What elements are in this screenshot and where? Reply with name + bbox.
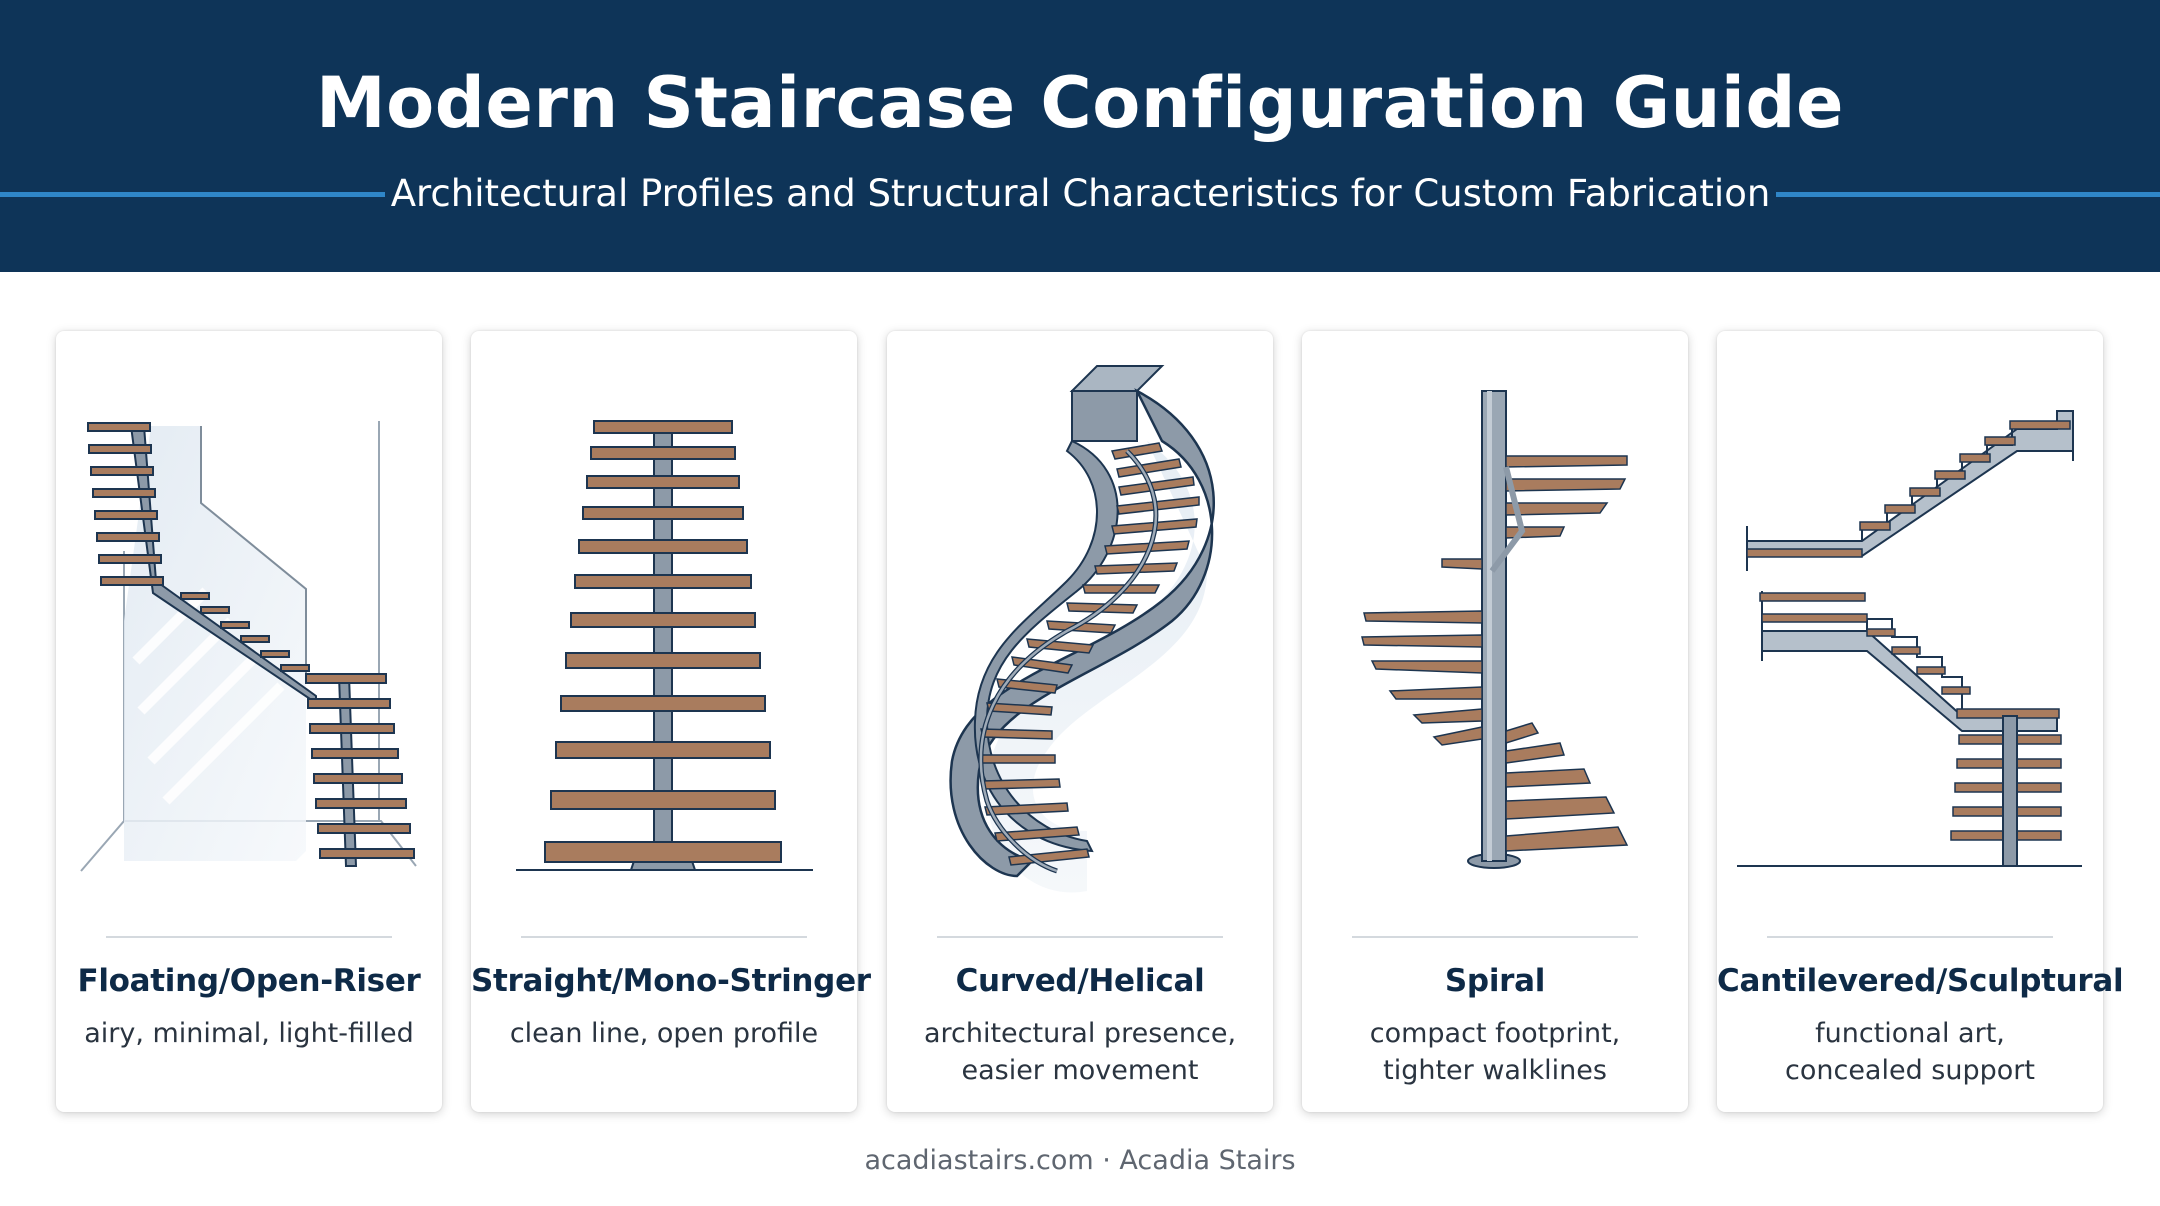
- cantilevered-staircase-illustration: [1737, 410, 2082, 867]
- card-spiral[interactable]: Spiral compact footprint, tighter walkli…: [1302, 331, 1688, 1112]
- helical-staircase-illustration: [949, 365, 1215, 893]
- card-title: Floating/Open-Riser: [77, 963, 421, 999]
- mono-stringer-staircase-illustration: [516, 420, 813, 871]
- card-divider: [937, 936, 1223, 938]
- page-subtitle: Architectural Profiles and Structural Ch…: [390, 172, 1771, 215]
- subtitle-rule-left: [0, 192, 385, 197]
- card-description-line: easier movement: [961, 1055, 1199, 1086]
- card-description-line: architectural presence,: [923, 1018, 1237, 1049]
- card-description-line: functional art,: [1815, 1018, 2005, 1049]
- card-title: Curved/Helical: [955, 963, 1205, 999]
- card-description-line: concealed support: [1785, 1055, 2035, 1086]
- card-divider: [1352, 936, 1638, 938]
- card-description: functional art, concealed support: [1717, 1015, 2103, 1089]
- card-description-line: tighter walklines: [1383, 1055, 1607, 1086]
- card-curved-helical[interactable]: Curved/Helical architectural presence, e…: [887, 331, 1273, 1112]
- card-title: Spiral: [1444, 963, 1546, 999]
- card-description-line: airy, minimal, light-filled: [84, 1018, 414, 1049]
- card-description: architectural presence, easier movement: [887, 1015, 1273, 1089]
- floating-open-riser-staircase-illustration: [80, 421, 417, 872]
- footer-credit[interactable]: acadiastairs.com · Acadia Stairs: [864, 1145, 1296, 1176]
- header-banner: Modern Staircase Configuration Guide Arc…: [0, 0, 2160, 272]
- card-cantilevered-sculptural[interactable]: Cantilevered/Sculptural functional art, …: [1717, 331, 2124, 1112]
- card-description-line: clean line, open profile: [509, 1018, 819, 1049]
- card-description: airy, minimal, light-filled: [56, 1015, 442, 1052]
- page-title: Modern Staircase Configuration Guide: [316, 62, 1844, 144]
- card-divider: [521, 936, 807, 938]
- card-straight-mono-stringer[interactable]: Straight/Mono-Stringer clean line, open …: [471, 331, 871, 1112]
- card-description: compact footprint, tighter walklines: [1302, 1015, 1688, 1089]
- card-title: Straight/Mono-Stringer: [471, 963, 871, 999]
- card-title: Cantilevered/Sculptural: [1717, 963, 2124, 999]
- spiral-staircase-illustration: [1361, 390, 1629, 869]
- card-floating-open-riser[interactable]: Floating/Open-Riser airy, minimal, light…: [56, 331, 442, 1112]
- card-description: clean line, open profile: [471, 1015, 857, 1052]
- subtitle-row: Architectural Profiles and Structural Ch…: [0, 166, 2160, 222]
- card-divider: [106, 936, 392, 938]
- subtitle-rule-right: [1776, 192, 2160, 197]
- card-divider: [1767, 936, 2053, 938]
- card-description-line: compact footprint,: [1369, 1018, 1621, 1049]
